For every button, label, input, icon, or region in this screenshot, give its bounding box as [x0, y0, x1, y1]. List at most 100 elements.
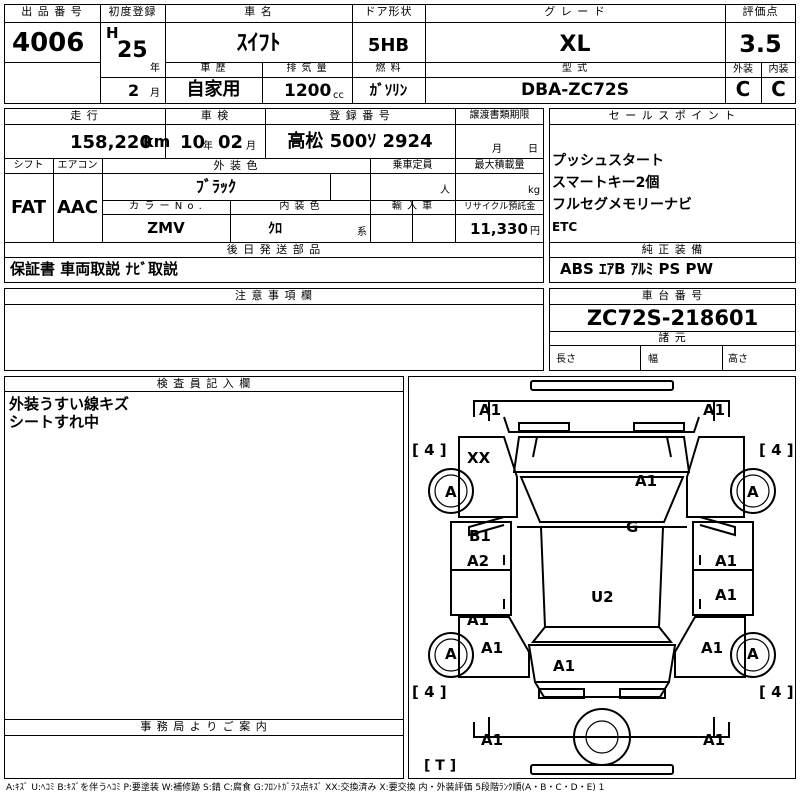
- spare-tire: [ T ]: [424, 758, 457, 774]
- caution-label: 注 意 事 項 欄: [235, 289, 313, 302]
- door-type: 5HB: [367, 35, 410, 56]
- transfer-month-unit: 月: [492, 144, 502, 155]
- inspection-month-unit: 月: [246, 141, 256, 152]
- fuel-label: 燃 料: [375, 63, 402, 74]
- mark-front-bumper-right: A1: [703, 401, 726, 419]
- tire-rear-left: [ 4 ]: [412, 683, 447, 701]
- model-code: DBA-ZC72S: [521, 80, 629, 100]
- interior-color: ｸﾛ: [268, 221, 282, 237]
- door-type-label: ドア形状: [364, 5, 413, 18]
- chassis-number: ZC72S-218601: [586, 306, 759, 330]
- exterior-color-label: 外 装 色: [213, 159, 259, 172]
- legend: A:ｷｽﾞ U:ﾍｺﾐ B:ｷｽﾞを伴うﾍｺﾐ P:要塗装 W:補修跡 S:錆 …: [6, 783, 605, 793]
- genuine-equipment: ABS ｴｱB ｱﾙﾐ PS PW: [560, 260, 714, 278]
- mark-trunk: A1: [553, 657, 576, 675]
- history-label: 車 歴: [200, 63, 227, 74]
- year-unit: 年: [150, 63, 160, 74]
- mark-front-left-wheel: A: [445, 483, 457, 501]
- header-section: [4, 4, 796, 104]
- model-label: 型 式: [561, 63, 589, 74]
- recycle-deposit-unit: 円: [530, 226, 540, 237]
- import-label: 輸 入 車: [391, 201, 434, 212]
- score-label: 評価点: [742, 5, 779, 18]
- mileage: 158,220: [70, 132, 152, 153]
- registration-month: 2: [128, 81, 140, 100]
- shift-label: シフト: [13, 160, 44, 171]
- registration-year: 25: [117, 38, 148, 63]
- mark-left-rear-fender: A1: [481, 639, 504, 657]
- exterior-grade: C: [735, 77, 751, 101]
- sales-point-3: フルセグメモリーナビ: [552, 197, 692, 213]
- mark-rear-bumper-right: A1: [703, 731, 726, 749]
- score: 3.5: [739, 30, 782, 58]
- displacement: 1200: [284, 81, 332, 101]
- mark-rear-left-wheel: A: [445, 645, 457, 663]
- lot-number: 4006: [12, 28, 85, 58]
- caution-section: [4, 288, 544, 371]
- registration-number-label: 登 録 番 号: [329, 109, 391, 122]
- mark-left-front-door-b: B1: [469, 527, 491, 545]
- recycle-deposit-label: リサイクル預託金: [463, 202, 536, 212]
- later-parts-label: 後 日 発 送 部 品: [226, 243, 322, 256]
- recycle-deposit: 11,330: [470, 220, 528, 238]
- fuel: ｶﾞｿﾘﾝ: [369, 81, 408, 99]
- max-load-unit: kg: [528, 185, 541, 196]
- inspection-year: 10: [180, 132, 206, 153]
- lot-number-label: 出 品 番 号: [21, 5, 83, 18]
- interior-color-label: 内 装 色: [279, 201, 321, 212]
- interior-label: 内装: [768, 64, 789, 75]
- interior-color-suffix: 系: [357, 227, 367, 238]
- sales-points-section: [549, 108, 796, 283]
- height-label: 高さ: [728, 354, 748, 365]
- registration-number: 高松 500ｿ 2924: [287, 131, 433, 152]
- interior-grade: C: [771, 77, 786, 101]
- chassis-section: [549, 288, 796, 371]
- color-number-label: カ ラ ー N o .: [129, 201, 203, 212]
- color-number: ZMV: [147, 219, 185, 237]
- tire-front-left: [ 4 ]: [412, 441, 447, 459]
- inspector-note-2: シートすれ中: [9, 413, 100, 431]
- history: 自家用: [186, 79, 241, 100]
- ac-label: エアコン: [57, 160, 98, 171]
- chassis-number-label: 車 台 番 号: [641, 289, 704, 302]
- tire-rear-right: [ 4 ]: [759, 683, 794, 701]
- mark-hood: A1: [635, 472, 658, 490]
- car-name-label: 車 名: [244, 5, 273, 18]
- inspector-notes-label: 検 査 員 記 入 欄: [156, 377, 252, 390]
- damage-diagram: [ 4 ] [ 4 ] [ 4 ] [ 4 ] [ T ] A1 A1 XX A…: [408, 376, 796, 779]
- displacement-unit: cc: [333, 90, 344, 101]
- car-name: ｽｲﾌﾄ: [236, 31, 281, 56]
- vehicle-info-section: [4, 108, 544, 283]
- capacity-unit: 人: [440, 185, 450, 196]
- later-parts: 保証書 車両取説 ﾅﾋﾞ取説: [10, 260, 178, 278]
- max-load-label: 最大積載量: [474, 160, 525, 171]
- inspection-month: 02: [218, 132, 244, 153]
- mileage-label: 走 行: [70, 109, 99, 122]
- mark-roof: U2: [591, 588, 614, 606]
- office-notice-label: 事 務 局 よ り ご 案 内: [140, 720, 268, 733]
- mark-left-rear-door: A1: [467, 611, 490, 629]
- mileage-unit: km: [143, 132, 171, 151]
- transfer-deadline-label: 譲渡書類期限: [469, 110, 530, 121]
- displacement-label: 排 気 量: [286, 63, 328, 74]
- shift: FAT: [10, 197, 47, 218]
- transfer-day-unit: 日: [528, 144, 538, 155]
- inspector-notes-section: [4, 376, 404, 779]
- sales-point-1: プッシュスタート: [552, 153, 664, 169]
- mark-rear-bumper-left: A1: [481, 731, 504, 749]
- tire-front-right: [ 4 ]: [759, 441, 794, 459]
- mark-front-bumper-left: A1: [479, 401, 502, 419]
- genuine-equipment-label: 純 正 装 備: [641, 243, 704, 256]
- month-unit: 月: [150, 88, 160, 99]
- exterior-label: 外装: [733, 64, 753, 75]
- capacity-label: 乗車定員: [392, 160, 433, 171]
- mark-rear-right-wheel: A: [747, 645, 759, 663]
- mark-right-rear-door: A1: [715, 586, 738, 604]
- mark-front-right-wheel: A: [747, 483, 759, 501]
- inspector-note-1: 外装うすい線キズ: [9, 395, 130, 413]
- first-registration-label: 初度登録: [108, 5, 157, 18]
- air-conditioner: AAC: [56, 197, 99, 218]
- spec-label: 諸 元: [658, 331, 687, 344]
- sales-points-label: セ ー ル ス ポ イ ン ト: [608, 109, 737, 122]
- mark-left-front-door-a: A2: [467, 552, 490, 570]
